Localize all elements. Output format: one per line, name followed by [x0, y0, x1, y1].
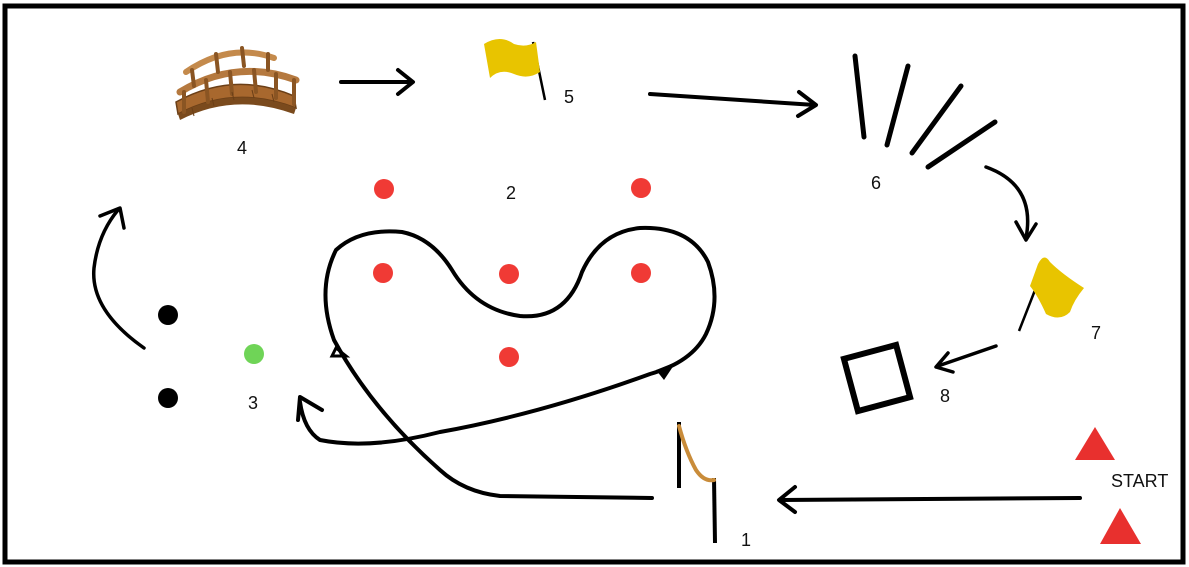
red-dot: [631, 178, 651, 198]
green-dot: [244, 344, 264, 364]
station-4-label: 4: [237, 138, 247, 158]
station-8-label: 8: [940, 386, 950, 406]
station-1-label: 1: [741, 530, 751, 550]
red-dot: [373, 263, 393, 283]
station-3-label: 3: [248, 393, 258, 413]
red-dot: [631, 263, 651, 283]
station-2-label: 2: [506, 183, 516, 203]
station-6-label: 6: [871, 173, 881, 193]
red-dot: [499, 264, 519, 284]
station-5-label: 5: [564, 87, 574, 107]
start-label: START: [1111, 471, 1168, 491]
station-7-label: 7: [1091, 323, 1101, 343]
black-dot: [158, 388, 178, 408]
red-dot: [374, 179, 394, 199]
black-dot: [158, 305, 178, 325]
red-dot: [499, 347, 519, 367]
